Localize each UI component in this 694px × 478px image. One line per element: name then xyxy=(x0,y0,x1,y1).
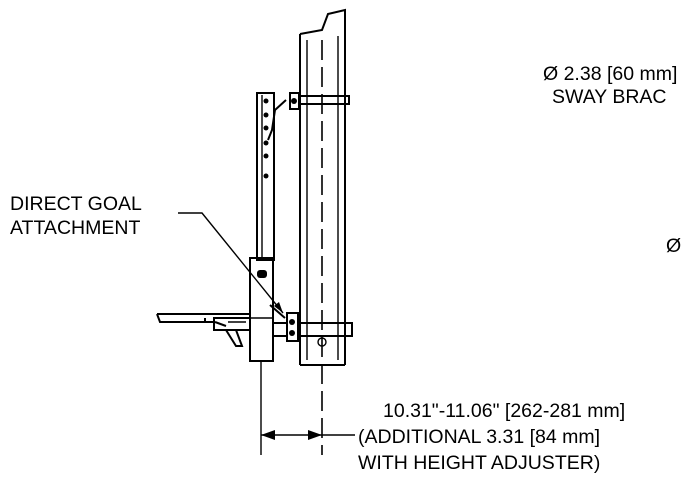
sway-brace-label: SWAY BRAC xyxy=(552,86,667,108)
lower-clamp xyxy=(269,304,353,342)
diameter-partial-label: Ø xyxy=(666,235,681,257)
goal-post-tube xyxy=(299,8,346,455)
sway-brace-dim-label: Ø 2.38 [60 mm] xyxy=(543,63,677,85)
direct-goal-label-line1: DIRECT GOAL xyxy=(10,193,142,215)
dimension-lines xyxy=(260,362,355,455)
dimension-label-line2: (ADDITIONAL 3.31 [84 mm] xyxy=(358,426,600,448)
dimension-label-line3: WITH HEIGHT ADJUSTER) xyxy=(358,452,600,474)
upper-clamp xyxy=(267,92,350,141)
direct-goal-label-line2: ATTACHMENT xyxy=(10,217,140,239)
dimension-label-line1: 10.31"-11.06" [262-281 mm] xyxy=(383,400,625,422)
support-arm xyxy=(156,313,251,347)
attachment-leader xyxy=(178,212,284,314)
vertical-bracket xyxy=(249,92,275,362)
